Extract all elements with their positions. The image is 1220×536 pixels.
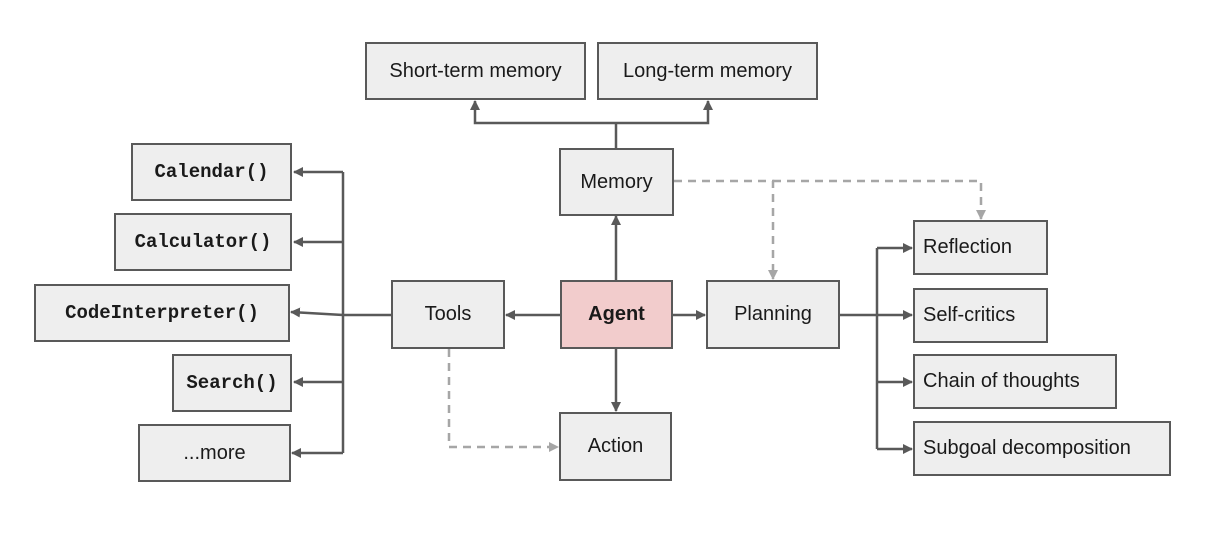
edge-dashed-tools-to-action xyxy=(447,349,559,452)
code-interpreter-node: CodeInterpreter() xyxy=(34,284,290,342)
reflection-node: Reflection xyxy=(913,220,1048,275)
subgoal-decomposition-node: Subgoal decomposition xyxy=(913,421,1171,476)
calculator-node: Calculator() xyxy=(114,213,292,271)
memory-node: Memory xyxy=(559,148,674,216)
edge-memory-to-long-term xyxy=(616,100,713,125)
edge-memory-to-short-term xyxy=(470,100,616,125)
calendar-node: Calendar() xyxy=(131,143,292,201)
edge-dashed-memory-to-planning xyxy=(674,179,778,280)
edge-dashed-memory-to-reflection xyxy=(773,179,986,220)
tools-node: Tools xyxy=(391,280,505,349)
edge-tools-to-code-interpreter xyxy=(290,307,344,318)
short-term-memory-node: Short-term memory xyxy=(365,42,586,100)
planning-node: Planning xyxy=(706,280,840,349)
long-term-memory-node: Long-term memory xyxy=(597,42,818,100)
more-node: ...more xyxy=(138,424,291,482)
chain-of-thoughts-node: Chain of thoughts xyxy=(913,354,1117,409)
agent-node: Agent xyxy=(560,280,673,349)
action-node: Action xyxy=(559,412,672,481)
search-node: Search() xyxy=(172,354,292,412)
self-critics-node: Self-critics xyxy=(913,288,1048,343)
